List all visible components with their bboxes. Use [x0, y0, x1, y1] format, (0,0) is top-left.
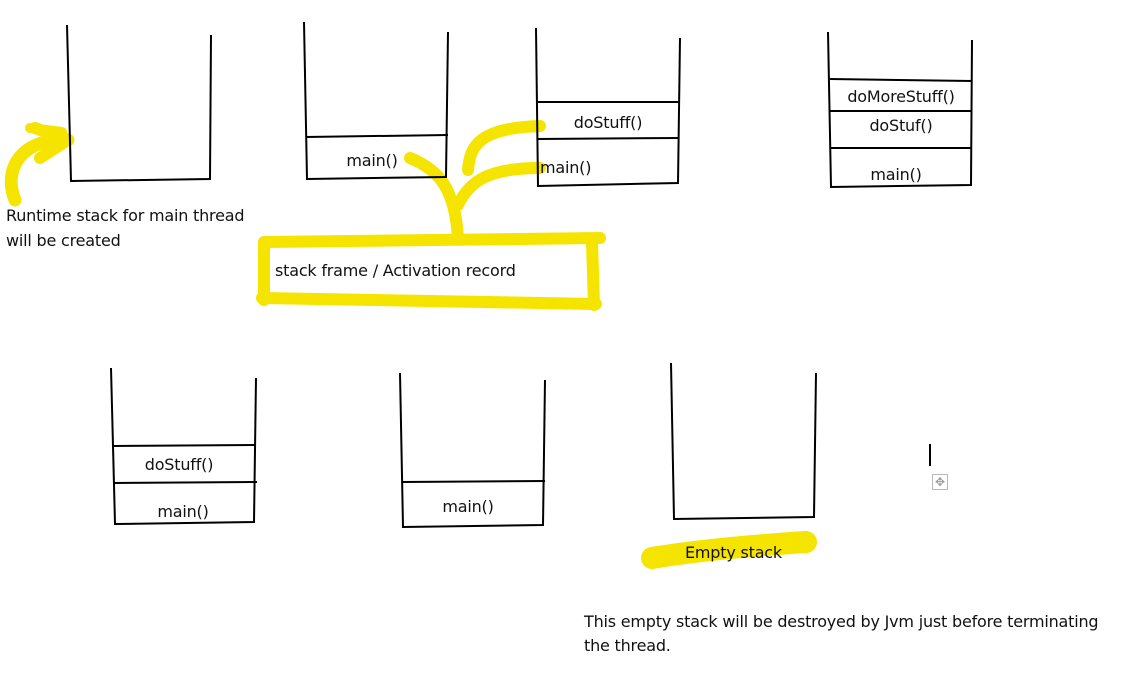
stack-4-frame-domorestuff: doMoreStuff(): [847, 87, 955, 106]
stack-7: [670, 362, 817, 521]
stack-7-outline: [670, 362, 817, 521]
highlighter-strokes: [4, 120, 817, 569]
brace-mid-highlight: [452, 162, 546, 211]
stack-2-divider-1: [305, 134, 449, 138]
move-handle-icon[interactable]: ✥: [932, 474, 948, 490]
runtime-stack-note-line2: will be created: [6, 231, 121, 250]
destroy-note-line2: the thread.: [584, 636, 671, 655]
stack-1: [66, 24, 212, 183]
stack-4-outline: [827, 31, 973, 189]
stack-6-frame-main: main(): [442, 497, 494, 516]
stack-4-frame-dostuf: doStuf(): [869, 116, 933, 135]
stack-4: [827, 31, 973, 189]
stack-6-divider-1: [401, 480, 546, 483]
destroy-note-line1: This empty stack will be destroyed by Jv…: [584, 612, 1099, 631]
stack-2: [303, 21, 449, 181]
stack-6: [399, 372, 546, 529]
stack-3-frame-dostuff: doStuff(): [573, 113, 643, 132]
label-box-bottom-highlight: [256, 292, 602, 310]
stack-4-divider-1: [829, 78, 973, 82]
stack-5-frame-dostuff: doStuff(): [144, 455, 214, 474]
stack-3: [535, 27, 681, 188]
text-caret-icon: [929, 444, 931, 466]
stack-5: [110, 367, 258, 526]
brace-left-highlight: [404, 152, 464, 244]
empty-stack-label: Empty stack: [685, 543, 782, 562]
arrow-head-bar-highlight: [25, 123, 67, 137]
stack-frame-label: stack frame / Activation record: [275, 261, 516, 280]
runtime-stack-note-line1: Runtime stack for main thread: [6, 206, 245, 225]
stack-4-frame-main: main(): [870, 165, 922, 184]
stack-6-outline: [399, 372, 546, 529]
stack-3-frame-main: main(): [540, 158, 592, 177]
brace-top-highlight: [462, 120, 546, 176]
stack-3-outline: [535, 27, 681, 188]
stack-5-divider-2: [112, 481, 258, 484]
curved-arrow-highlight: [4, 133, 75, 207]
stack-2-frame-main: main(): [346, 151, 398, 170]
empty-stack-highlight: [641, 531, 817, 569]
label-box-highlight: [259, 232, 606, 248]
stack-1-outline: [66, 24, 212, 183]
label-box-right-highlight: [586, 236, 600, 311]
stack-5-divider-1: [112, 444, 256, 447]
stack-2-outline: [303, 21, 449, 181]
stack-5-frame-main: main(): [157, 502, 209, 521]
stack-3-divider-2: [536, 137, 680, 140]
